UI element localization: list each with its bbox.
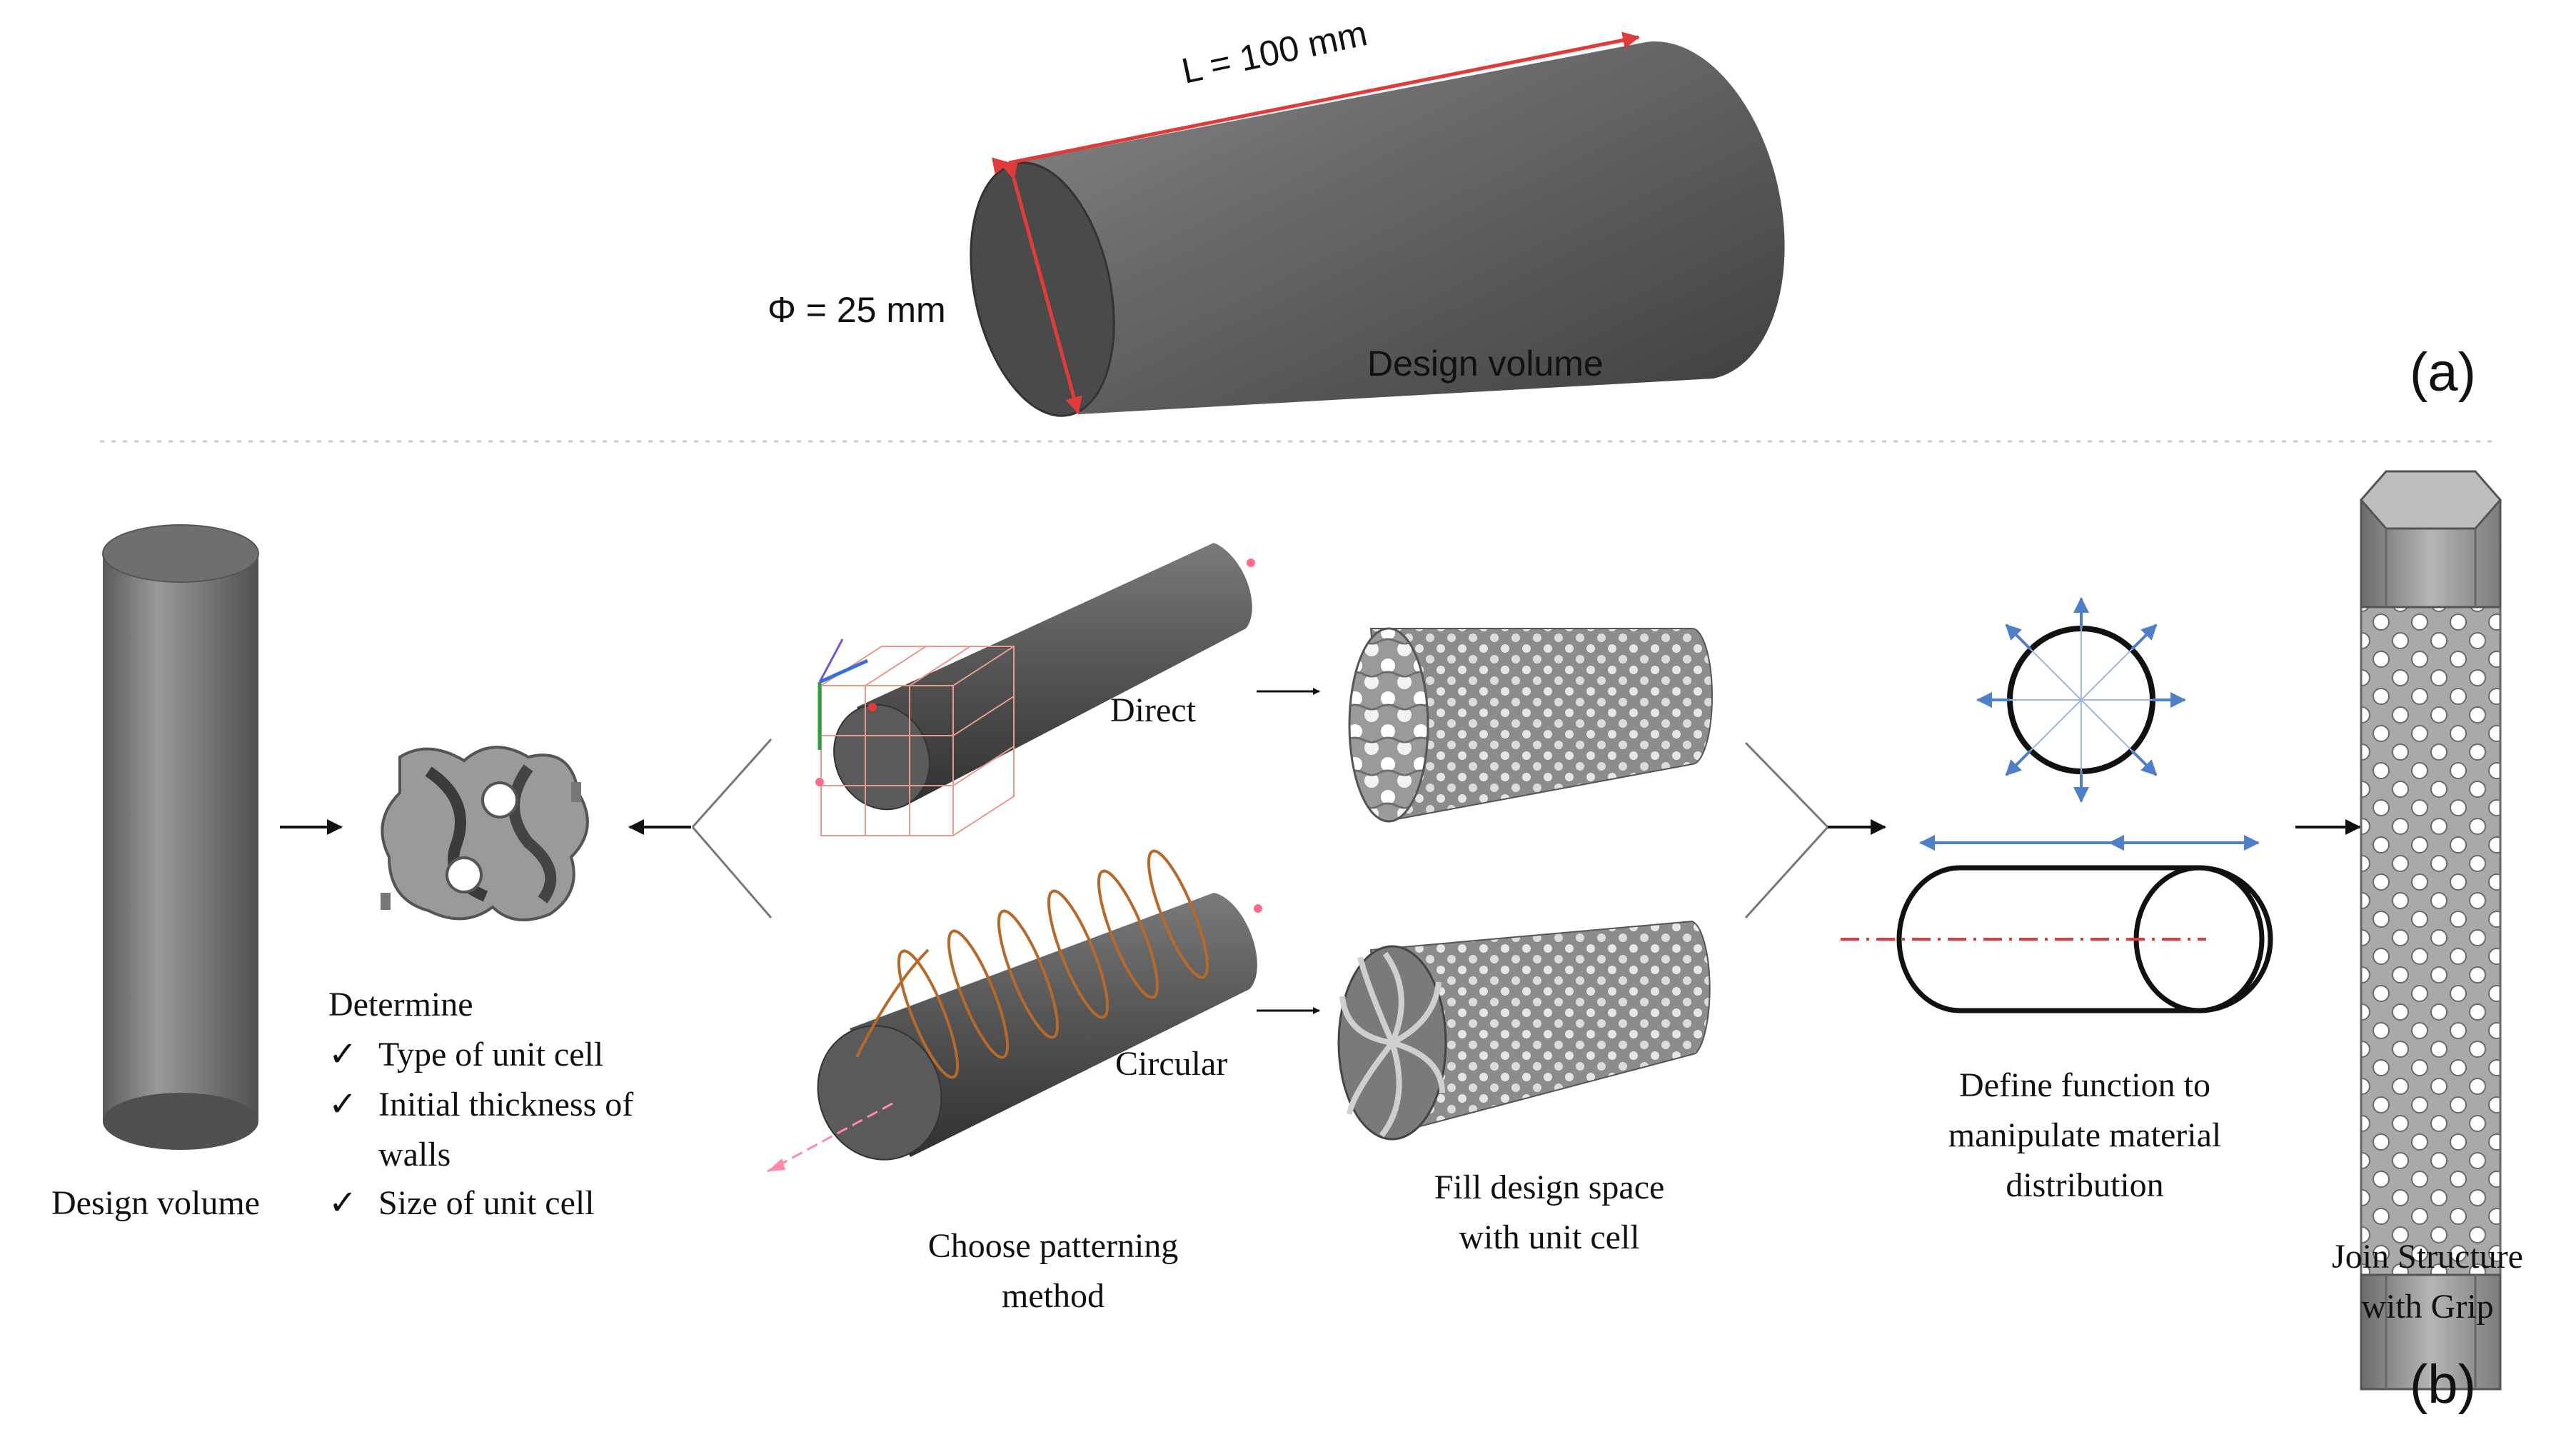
define-function-caption: Define function to manipulate material d… bbox=[1899, 1061, 2270, 1211]
check-icon: ✓ bbox=[328, 1036, 358, 1073]
determine-item-thickness-text: Initial thickness of bbox=[378, 1086, 634, 1123]
join-structure-line2: with Grip bbox=[2361, 1288, 2494, 1326]
merge-line-lower bbox=[1744, 826, 1829, 919]
determine-item-thickness: ✓ Initial thickness of bbox=[328, 1080, 633, 1130]
determine-item-type-text: Type of unit cell bbox=[378, 1036, 604, 1073]
branch-line-upper bbox=[691, 738, 773, 828]
define-function-line1: Define function to bbox=[1959, 1066, 2210, 1104]
check-icon: ✓ bbox=[328, 1086, 358, 1123]
direct-patterning-rod bbox=[833, 543, 1255, 811]
direct-lattice-rod bbox=[1348, 627, 1713, 823]
panel-b-tag: (b) bbox=[2410, 1354, 2476, 1415]
define-function-line2: manipulate material bbox=[1948, 1116, 2222, 1154]
determine-item-thickness-cont: walls bbox=[378, 1136, 451, 1173]
diameter-dimension-arrow bbox=[1001, 161, 1082, 414]
determine-item-size-text: Size of unit cell bbox=[378, 1184, 595, 1222]
merge-line-upper bbox=[1744, 741, 1829, 828]
determine-item-type: ✓ Type of unit cell bbox=[328, 1030, 603, 1080]
choose-method-line1: Choose patterning bbox=[927, 1227, 1179, 1265]
choose-method-line2: method bbox=[1002, 1277, 1105, 1315]
design-volume-caption-b: Design volume bbox=[51, 1184, 260, 1222]
fill-space-line2: with unit cell bbox=[1459, 1218, 1640, 1256]
design-volume-cylinder-b bbox=[102, 524, 259, 1150]
define-function-line3: distribution bbox=[2006, 1166, 2164, 1204]
determine-heading: Determine bbox=[328, 986, 473, 1023]
branch-line-lower bbox=[691, 826, 773, 918]
design-volume-caption-a: Design volume bbox=[1367, 344, 1604, 384]
panel-a-tag: (a) bbox=[2410, 342, 2476, 403]
fill-space-line1: Fill design space bbox=[1434, 1168, 1665, 1206]
circular-patterning-rod bbox=[767, 849, 1262, 1173]
join-structure-caption: Join Structure with Grip bbox=[2278, 1232, 2576, 1332]
diameter-label: Φ = 25 mm bbox=[768, 290, 946, 330]
determine-item-size: ✓ Size of unit cell bbox=[328, 1178, 595, 1228]
axis-triad-icon bbox=[815, 639, 877, 786]
radial-distribution-icon bbox=[1976, 597, 2186, 803]
direct-grid-box bbox=[820, 646, 1015, 836]
fill-space-caption: Fill design space with unit cell bbox=[1378, 1163, 1721, 1263]
axial-distribution-icon bbox=[1841, 835, 2273, 1013]
choose-method-caption: Choose patterning method bbox=[878, 1221, 1228, 1321]
final-structure-with-grip bbox=[2360, 470, 2502, 1391]
length-dimension-arrow bbox=[992, 31, 1640, 175]
circular-lattice-rod bbox=[1337, 920, 1711, 1141]
check-icon: ✓ bbox=[328, 1184, 358, 1222]
direct-label: Direct bbox=[1110, 691, 1196, 729]
circular-label: Circular bbox=[1115, 1045, 1228, 1083]
join-structure-line1: Join Structure bbox=[2332, 1238, 2523, 1276]
unit-cell-icon bbox=[381, 746, 589, 921]
